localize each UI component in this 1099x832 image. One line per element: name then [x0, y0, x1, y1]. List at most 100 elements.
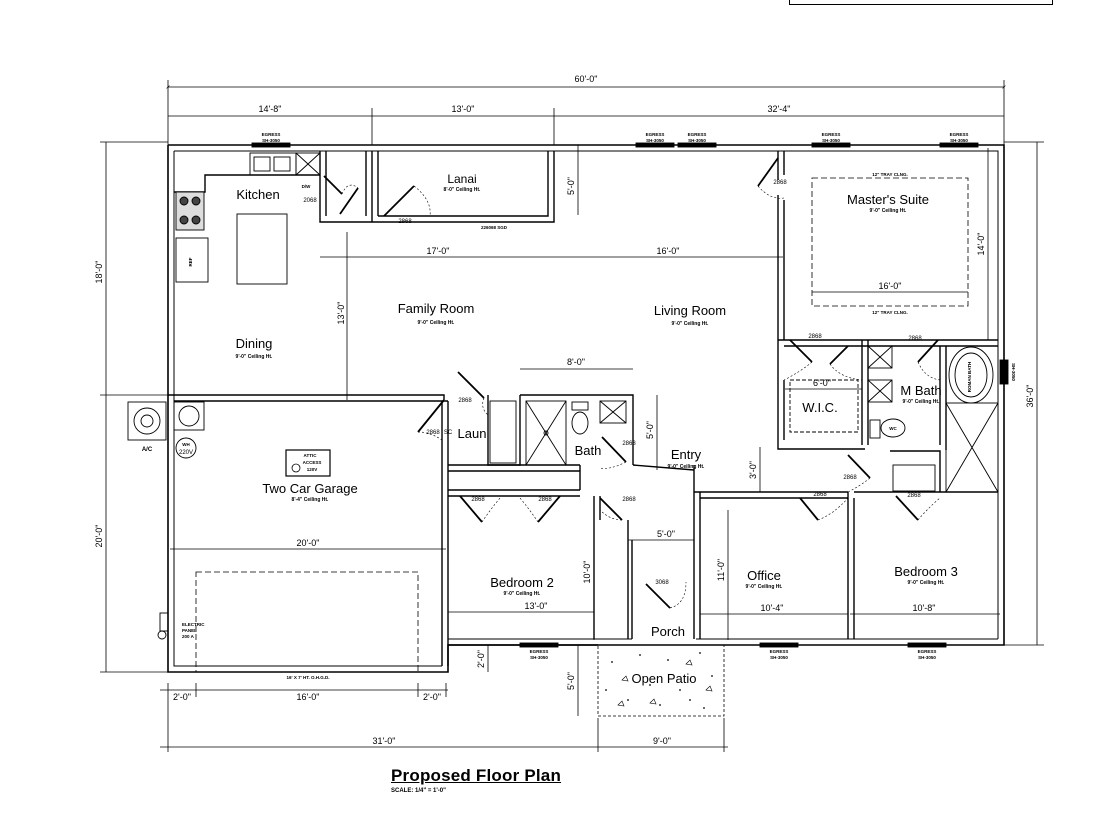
- title-block-frame: [789, 0, 1053, 5]
- egress-7: EGRESS: [770, 649, 789, 654]
- door-tag-6: 2868: [458, 398, 472, 404]
- dim-lanai-depth: 5'-0": [566, 177, 576, 195]
- egress-4-spec: SH-3050: [822, 138, 840, 143]
- door-tag-13: 2868: [813, 492, 827, 498]
- dim-porch-width: 5'-0": [657, 529, 675, 539]
- egress-1-spec: SH-3050: [262, 138, 280, 143]
- lanai-ceiling: 8'-0" Ceiling Ht.: [444, 187, 482, 193]
- dim-top-1: 14'-8": [259, 104, 282, 114]
- door-tag-5: 2868: [908, 336, 922, 342]
- office-ceiling: 9'-0" Ceiling Ht.: [746, 584, 784, 590]
- room-open-patio: Open Patio: [631, 671, 696, 686]
- dim-left-upper: 18'-0": [94, 261, 104, 284]
- dim-bottom-overall: 31'-0": [373, 736, 396, 746]
- egress-3-spec: SH-3050: [688, 138, 706, 143]
- door-swings: [323, 157, 941, 609]
- bath-fixtures: [489, 345, 999, 493]
- dim-bed2-width: 13'-0": [525, 601, 548, 611]
- dim-family-width: 17'-0": [427, 246, 450, 256]
- door-tag-11: 2868: [622, 497, 636, 503]
- dim-bed3-width: 10'-8": [913, 603, 936, 613]
- egress-4: EGRESS: [822, 132, 841, 137]
- egress-7-spec: SH-3050: [770, 655, 788, 660]
- dim-bottom-3: 2'-0": [423, 692, 441, 702]
- plan-scale: SCALE: 1/4" = 1'-0": [391, 788, 446, 794]
- dim-patio-width: 9'-0": [653, 736, 671, 746]
- tray-ceiling-outline: [811, 177, 969, 307]
- dim-garage-width: 20'-0": [297, 538, 320, 548]
- room-office: Office: [747, 568, 781, 583]
- bedroom2-ceiling: 9'-0" Ceiling Ht.: [504, 591, 542, 597]
- dim-office-width: 10'-4": [761, 603, 784, 613]
- room-bath: Bath: [575, 443, 602, 458]
- dim-living-width: 16'-0": [657, 246, 680, 256]
- dim-entry-hall: 3'-0": [748, 461, 758, 479]
- room-labels: Kitchen Lanai 8'-0" Ceiling Ht. Master's…: [236, 172, 958, 686]
- egress-5: EGRESS: [950, 132, 969, 137]
- dim-top-3: 32'-4": [768, 104, 791, 114]
- dim-left-lower: 20'-0": [94, 525, 104, 548]
- room-porch: Porch: [651, 624, 685, 639]
- fridge-label: REF: [188, 257, 193, 266]
- door-tag-1: 2068: [303, 198, 317, 204]
- dim-right-overall: 36'-0": [1025, 385, 1035, 408]
- door-tag-8: 2868: [622, 441, 636, 447]
- dimension-lines: [100, 80, 1044, 752]
- dim-wic-width: 6'-0": [813, 378, 831, 388]
- kitchen-fixtures: [175, 152, 321, 285]
- wh-volt: 220V: [179, 450, 193, 456]
- egress-3: EGRESS: [688, 132, 707, 137]
- exterior-walls: [167, 144, 1005, 673]
- dim-top-2: 13'-0": [452, 104, 475, 114]
- entry-ceiling: 9'-0" Ceiling Ht.: [668, 464, 706, 470]
- wc-label: WC: [889, 426, 897, 431]
- egress-2: EGRESS: [646, 132, 665, 137]
- egress-right: SH-3050: [1011, 363, 1016, 381]
- family-ceiling: 9'-0" Ceiling Ht.: [418, 320, 456, 326]
- attic-access-2: ACCESS: [303, 460, 322, 465]
- interior-walls: [168, 151, 998, 666]
- electric-panel-3: 200 A: [182, 634, 195, 639]
- door-tag-12: 3068: [655, 580, 669, 586]
- door-tag-7: 2868: [426, 430, 440, 436]
- dw-label: D/W: [302, 184, 312, 189]
- dim-bed2-depth: 10'-0": [582, 561, 592, 584]
- room-living: Living Room: [654, 303, 726, 318]
- room-bedroom2: Bedroom 2: [490, 575, 554, 590]
- dim-bottom-2: 16'-0": [297, 692, 320, 702]
- dim-porch-step: 2'-0": [476, 650, 486, 668]
- dim-family-depth: 13'-0": [336, 302, 346, 325]
- plan-title-block: Proposed Floor Plan SCALE: 1/4" = 1'-0": [391, 766, 561, 794]
- roman-bath-label: ROMAN BATH: [967, 362, 972, 392]
- dim-office-depth: 11'-0": [716, 559, 726, 581]
- door-tag-14: 2868: [843, 475, 857, 481]
- room-lanai: Lanai: [447, 172, 476, 186]
- wh-label: WH: [182, 442, 190, 447]
- egress-8: EGRESS: [918, 649, 937, 654]
- living-ceiling: 9'-0" Ceiling Ht.: [672, 321, 710, 327]
- egress-2-spec: SH-3050: [646, 138, 664, 143]
- room-dining: Dining: [236, 336, 273, 351]
- egress-6-spec: SH-3050: [530, 655, 548, 660]
- dim-overall-width: 60'-0": [575, 74, 598, 84]
- open-patio-slab: [597, 644, 725, 717]
- electric-panel-2: PANEL: [182, 628, 197, 633]
- dim-master-width: 16'-0": [879, 281, 902, 291]
- garage-ceiling: 8'-4" Ceiling Ht.: [292, 497, 330, 503]
- dim-laun-width: 8'-0": [567, 357, 585, 367]
- room-family: Family Room: [398, 301, 475, 316]
- dim-master-depth: 14'-0": [976, 233, 986, 256]
- dim-bath-depth: 5'-0": [645, 421, 655, 439]
- tray-ceiling-bottom: 12" TRAY CLNG.: [872, 310, 907, 315]
- electric-panel-1: ELECTRIC: [182, 622, 205, 627]
- room-bedroom3: Bedroom 3: [894, 564, 958, 579]
- egress-8-spec: SH-3050: [918, 655, 936, 660]
- tray-ceiling-top: 12" TRAY CLNG.: [872, 172, 907, 177]
- door-tag-3: 2868: [773, 180, 787, 186]
- room-entry: Entry: [671, 447, 702, 462]
- room-laun: Laun: [458, 426, 487, 441]
- garage-fixtures: [195, 449, 419, 673]
- plan-title: Proposed Floor Plan: [391, 766, 562, 785]
- sc-label: SC: [444, 430, 453, 436]
